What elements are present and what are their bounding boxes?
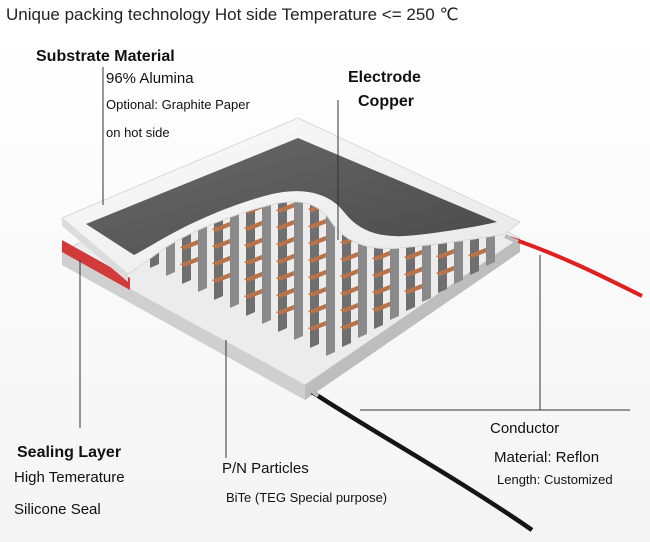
electrode-heading: Electrode [348,69,421,86]
sealing-heading: Sealing Layer [17,444,122,461]
particle [262,251,271,273]
particle [422,263,431,285]
particle [326,300,335,322]
particle [326,283,335,305]
black-wire-tip [306,386,320,398]
particles-line-1: BiTe (TEG Special purpose) [226,490,388,505]
substrate-heading: Substrate Material [36,48,175,65]
top-substrate [61,117,521,282]
red-wire [509,236,643,298]
particle [294,216,303,238]
particle [454,262,463,284]
particle [230,252,239,274]
particle [326,249,335,271]
particle [294,233,303,255]
particle [390,247,399,269]
particle [294,318,303,340]
particle [230,269,239,291]
particle [230,235,239,257]
conductor-line-2: Length: Customized [497,472,613,487]
particle [230,218,239,240]
particle [294,250,303,272]
black-wire [310,390,534,532]
particle [262,302,271,324]
electrode-material: Copper [358,93,414,110]
substrate-line-3: on hot side [106,125,170,140]
particle [326,334,335,356]
particle [294,199,303,221]
particle [262,234,271,256]
particle [294,267,303,289]
particle [390,298,399,320]
conductor-line-1: Material: Reflon [494,449,600,466]
particle [262,285,271,307]
particle [198,253,207,275]
particle [326,317,335,339]
sealing-line-1: High Temerature [14,469,125,486]
particle [390,281,399,303]
particle [422,246,431,268]
sealing-line-2: Silicone Seal [14,501,101,518]
particle [486,244,495,266]
particle [198,270,207,292]
particle [166,254,175,276]
particle [294,284,303,306]
particle [454,245,463,267]
particle [198,236,207,258]
conductor-heading: Conductor [490,420,560,437]
particles-heading: P/N Particles [222,460,309,477]
particle [294,301,303,323]
particle [358,299,367,321]
particle [326,266,335,288]
particle [262,217,271,239]
page-title: Unique packing technology Hot side Tempe… [6,5,459,24]
leader-lines [79,67,630,458]
substrate-line-2: Optional: Graphite Paper [106,97,250,112]
particle [358,265,367,287]
particle [326,232,335,254]
particle [358,248,367,270]
particle [390,264,399,286]
particle [230,286,239,308]
particle [262,268,271,290]
sealing-strip [62,240,130,290]
substrate-line-1: 96% Alumina [106,70,194,87]
particle [422,280,431,302]
particle [358,282,367,304]
red-wire-tip [504,234,519,244]
particle [358,316,367,338]
